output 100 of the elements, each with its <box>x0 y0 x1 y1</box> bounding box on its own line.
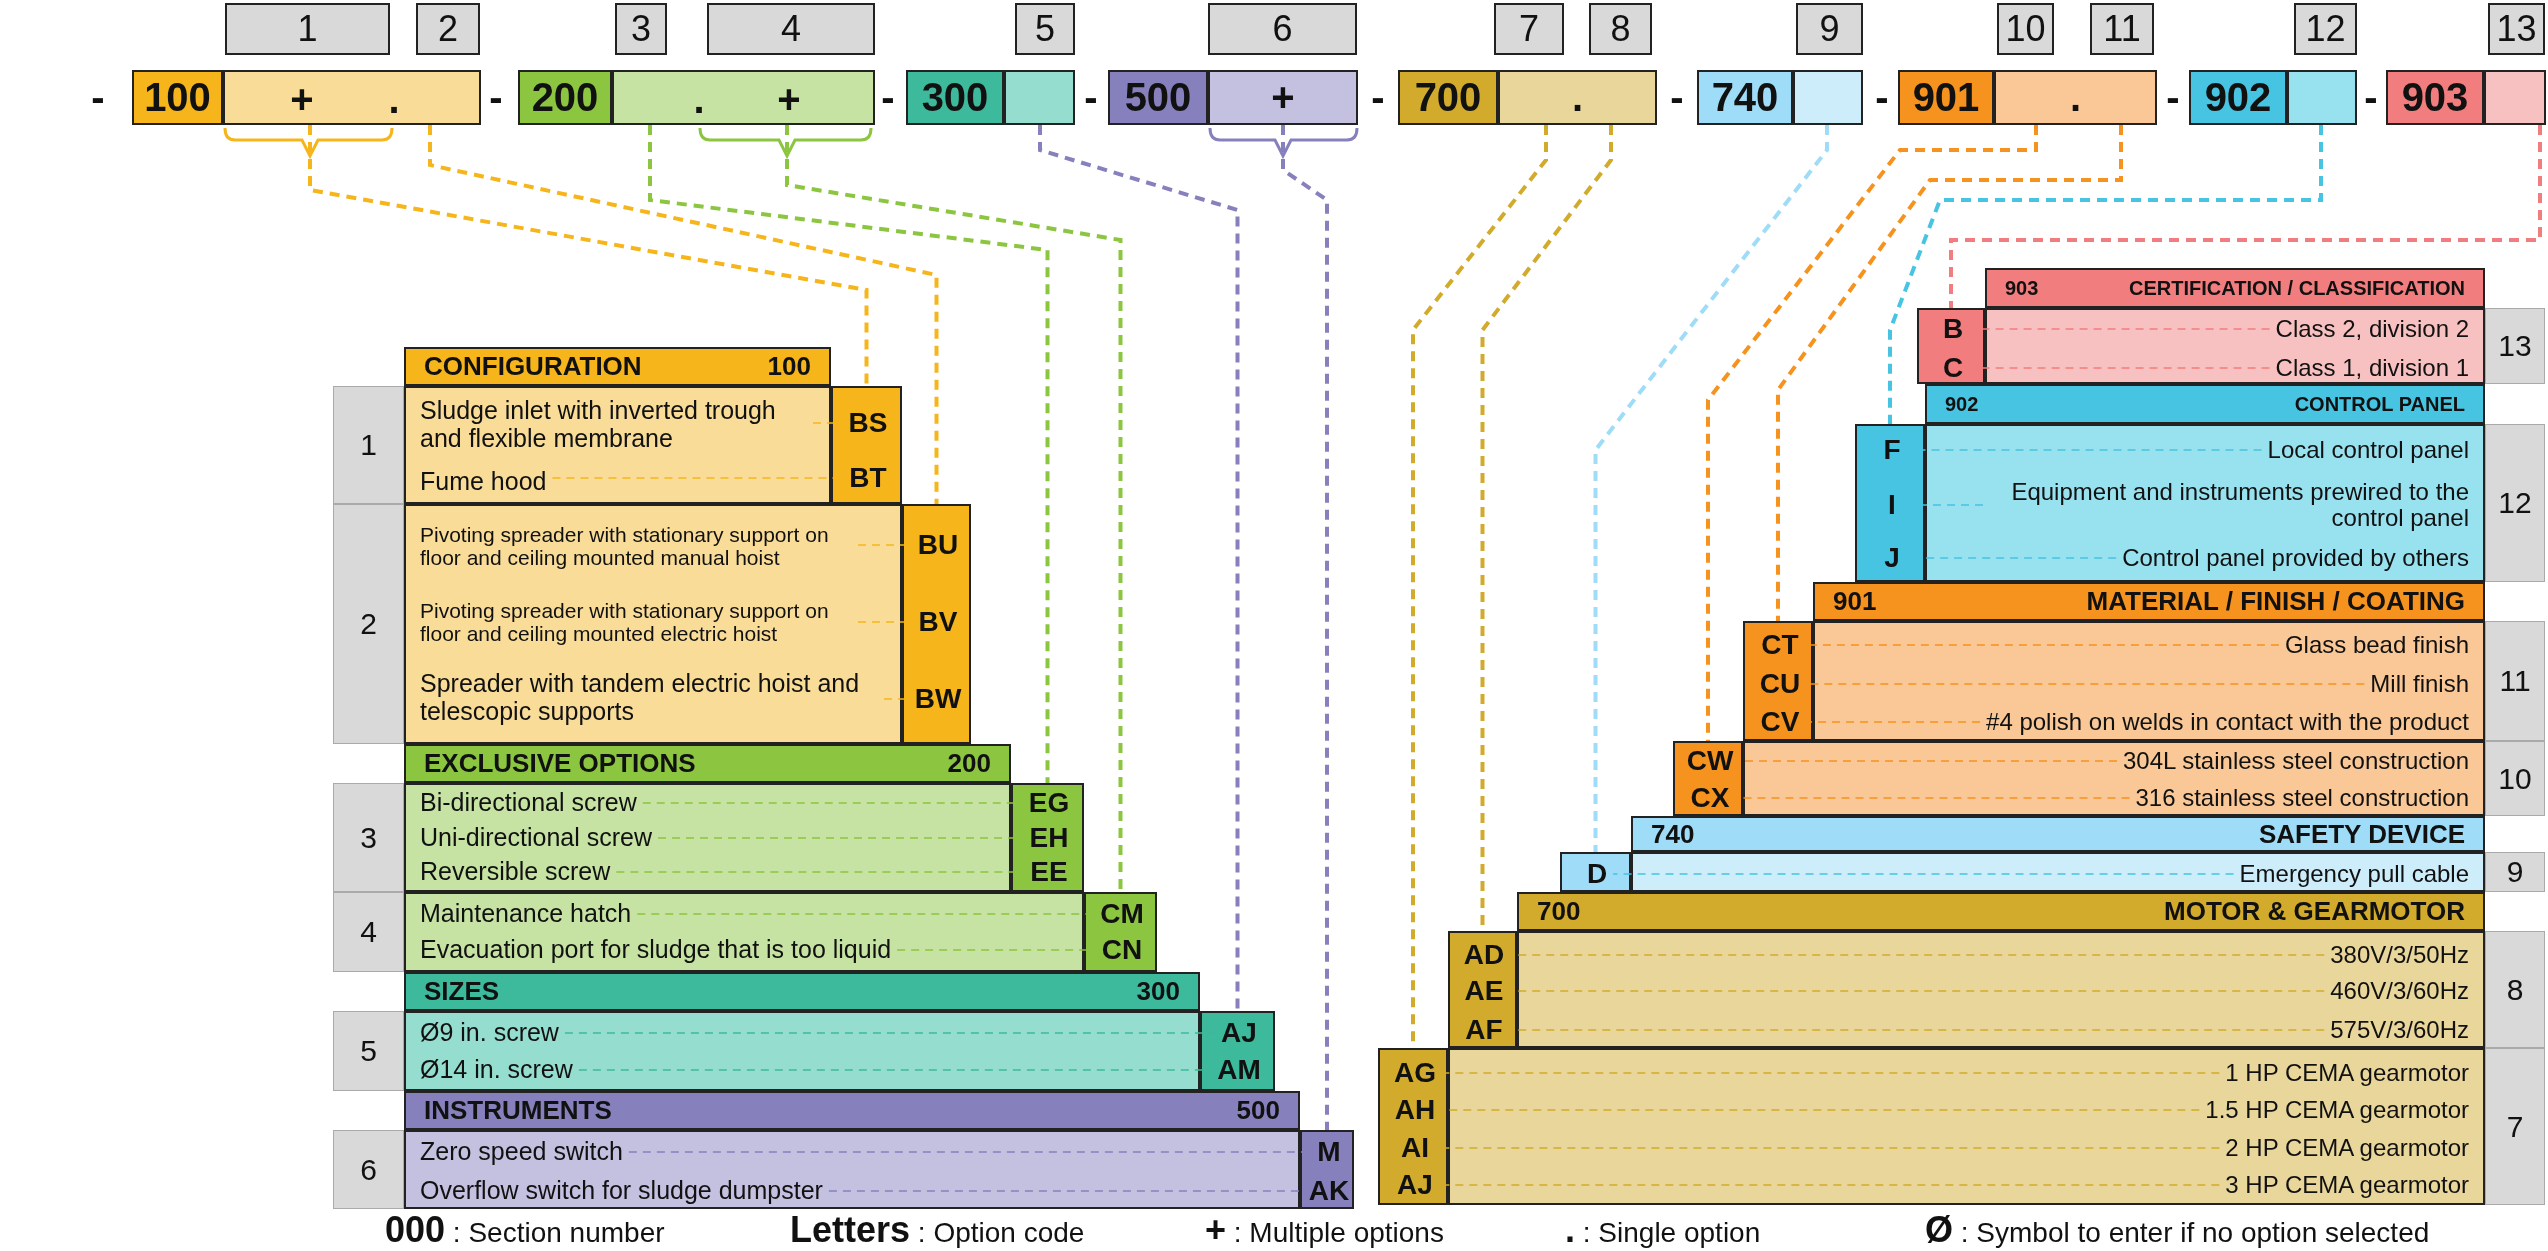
section-number: 500 <box>1236 1095 1280 1126</box>
option-description: Ø9 in. screw <box>420 1019 559 1047</box>
option-description: Sludge inlet with inverted trough and flexible membrane <box>420 396 807 452</box>
option-code-column <box>1300 1130 1354 1209</box>
option-band <box>404 504 902 744</box>
option-code: BW <box>914 683 962 715</box>
section-header <box>1985 268 2485 308</box>
section-title: CONFIGURATION <box>424 351 642 382</box>
option-slot <box>1793 70 1863 125</box>
option-code: AK <box>1308 1175 1350 1207</box>
option-symbol: + <box>777 77 801 121</box>
section-title: MOTOR & GEARMOTOR <box>2164 896 2465 927</box>
option-code: CV <box>1760 706 1800 738</box>
section-header <box>404 1091 1300 1130</box>
section-code-box: 300 <box>906 70 1004 125</box>
leader-line <box>1612 873 2235 875</box>
section-code-box: 903 <box>2386 70 2484 125</box>
option-symbol: . <box>693 77 705 121</box>
section-header <box>404 744 1011 783</box>
option-description: Bi-directional screw <box>420 789 637 817</box>
section-header <box>404 972 1200 1011</box>
option-description: 304L stainless steel construction <box>2123 747 2469 775</box>
section-number: 200 <box>947 748 991 779</box>
option-code: B <box>1942 313 1964 345</box>
leader-line <box>1038 125 1240 1011</box>
option-code: BT <box>849 462 887 494</box>
option-code: AJ <box>1221 1017 1257 1049</box>
option-band <box>404 783 1011 892</box>
row-group-number: 11 <box>2485 621 2545 741</box>
option-band <box>1813 621 2485 741</box>
option-code: EG <box>1028 787 1070 819</box>
option-band <box>404 892 1084 972</box>
option-description: Local control panel <box>2267 436 2469 464</box>
leader-line <box>1593 125 1829 852</box>
option-band <box>404 1011 1200 1091</box>
option-code: AI <box>1401 1132 1429 1164</box>
row-group-number: 10 <box>2485 741 2545 816</box>
position-number: 5 <box>1015 3 1075 55</box>
option-code: M <box>1317 1136 1341 1168</box>
option-description: 3 HP CEMA gearmotor <box>2225 1171 2469 1199</box>
section-title: EXCLUSIVE OPTIONS <box>424 748 696 779</box>
section-title: SIZES <box>424 976 500 1007</box>
section-title: CERTIFICATION / CLASSIFICATION <box>2129 276 2465 300</box>
key-entry: Ø : Symbol to enter if no option selected <box>1925 1209 2430 1251</box>
section-code-box: 740 <box>1697 70 1793 125</box>
option-code-column <box>1084 892 1157 972</box>
section-code-box: 200 <box>518 70 612 125</box>
row-group-number: 7 <box>2485 1048 2545 1205</box>
option-code-column <box>831 386 902 504</box>
option-code: BS <box>848 407 888 439</box>
section-code-box: 902 <box>2189 70 2287 125</box>
option-description: Zero speed switch <box>420 1138 623 1166</box>
section-number: 902 <box>1945 392 1979 416</box>
option-code: C <box>1942 352 1964 384</box>
position-number: 13 <box>2488 3 2545 55</box>
option-code: CM <box>1100 898 1144 930</box>
option-band <box>1743 741 2485 816</box>
option-description: Reversible screw <box>420 858 611 886</box>
option-slot <box>612 70 875 125</box>
option-code: AG <box>1394 1057 1436 1089</box>
option-description: Evacuation port for sludge that is too liquid <box>420 936 892 964</box>
row-group-number: 4 <box>333 892 404 972</box>
option-code: J <box>1884 542 1900 574</box>
option-code-column <box>1673 741 1743 816</box>
section-header <box>1925 384 2485 424</box>
option-band <box>1925 424 2485 582</box>
section-title: INSTRUMENTS <box>424 1095 612 1126</box>
row-group-number: 6 <box>333 1130 404 1209</box>
option-code: D <box>1586 858 1608 890</box>
option-code: F <box>1883 434 1901 466</box>
position-number: 9 <box>1796 3 1863 55</box>
option-symbol: . <box>388 77 400 121</box>
option-code: AM <box>1217 1054 1261 1086</box>
option-description: Class 2, division 2 <box>2275 315 2469 343</box>
leader-line <box>428 125 939 504</box>
option-slot <box>2484 70 2546 125</box>
option-code: CX <box>1690 782 1730 814</box>
option-band <box>404 1130 1300 1209</box>
separator-dash: - <box>1670 74 1684 120</box>
row-group-number: 9 <box>2485 852 2545 892</box>
separator-dash: - <box>881 74 895 120</box>
option-code: AH <box>1394 1094 1436 1126</box>
key-entry: . : Single option <box>1565 1209 1761 1251</box>
separator-dash: - <box>1084 74 1098 120</box>
option-code: I <box>1888 489 1896 521</box>
leader-line <box>1949 125 2542 308</box>
option-description: 575V/3/60Hz <box>2330 1016 2469 1044</box>
leader-line <box>1888 125 2323 424</box>
option-code-column <box>1560 852 1631 892</box>
section-title: MATERIAL / FINISH / COATING <box>2086 586 2465 617</box>
section-header <box>1517 892 2485 931</box>
position-number: 3 <box>615 3 667 55</box>
leader-line <box>308 125 869 386</box>
section-code-box: 700 <box>1398 70 1498 125</box>
option-description: Glass bead finish <box>2284 631 2469 659</box>
section-number: 300 <box>1136 976 1180 1007</box>
row-group-number: 3 <box>333 783 404 892</box>
option-description: Ø14 in. screw <box>420 1056 573 1084</box>
option-slot: . <box>1994 70 2157 125</box>
option-code-column <box>1011 783 1084 892</box>
